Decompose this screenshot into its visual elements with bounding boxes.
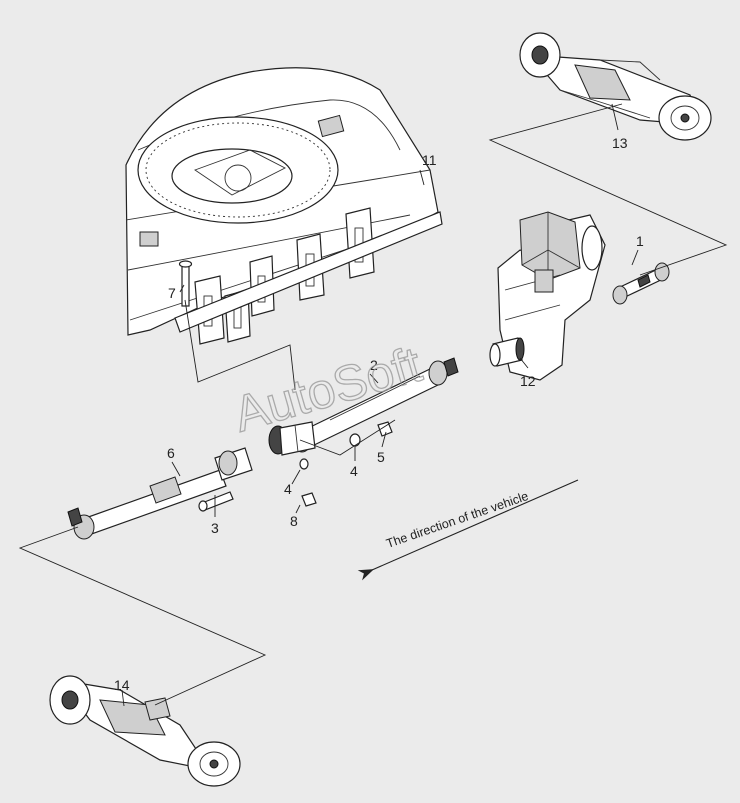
washer-4b: [349, 433, 361, 447]
leader-lines: [121, 103, 639, 707]
callout-1: 1: [636, 233, 644, 249]
callout-13: 13: [612, 135, 628, 151]
callout-11: 11: [422, 152, 437, 168]
support-bearing: [268, 421, 316, 456]
dash-frame-left: [184, 299, 296, 391]
bolt-3: [198, 491, 234, 512]
callout-14: 14: [114, 677, 130, 693]
dash-bearing: [299, 419, 396, 456]
callout-2: 2: [370, 357, 378, 373]
callout-4b: 4: [350, 463, 358, 479]
direction-arrow: [357, 479, 579, 581]
dash-front-axle: [18, 526, 267, 706]
direction-note: The direction of the vehicle: [384, 489, 530, 551]
callout-12: 12: [520, 373, 536, 389]
callout-4a: 4: [284, 481, 292, 497]
propshaft-6: [67, 447, 253, 540]
nut-5: [377, 421, 393, 437]
propshaft-1: [612, 262, 670, 305]
callout-7: 7: [168, 285, 176, 301]
callout-3: 3: [211, 520, 219, 536]
vehicle-frame: [125, 67, 443, 345]
washer-4a: [299, 458, 309, 470]
rear-axle: [519, 32, 712, 141]
front-axle: [49, 675, 241, 787]
nut-8: [301, 492, 317, 507]
callout-6: 6: [167, 445, 175, 461]
callout-5: 5: [377, 449, 385, 465]
dash-rear-axle: [488, 103, 728, 276]
transmission: [489, 211, 606, 381]
callout-8: 8: [290, 513, 298, 529]
